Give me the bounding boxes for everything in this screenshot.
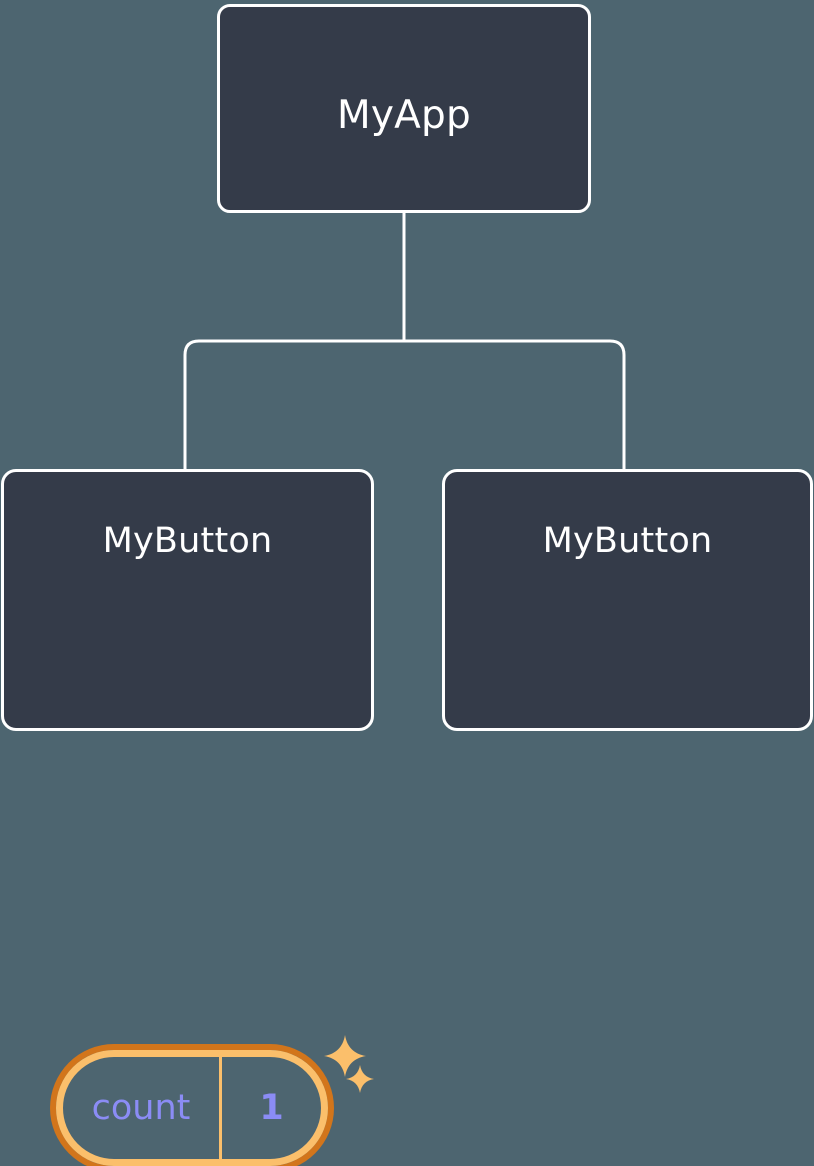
sparkle-icon bbox=[346, 1065, 374, 1093]
diagram-canvas: MyApp MyButton count 1 MyButton count 0 bbox=[1, 4, 813, 1166]
state-key-left: count bbox=[63, 1057, 222, 1159]
sparkle-icon bbox=[324, 1035, 366, 1077]
node-mybutton-right-label: MyButton bbox=[542, 521, 713, 561]
node-mybutton-right[interactable]: MyButton count 0 bbox=[442, 469, 813, 731]
state-value-left: 1 bbox=[259, 1088, 284, 1128]
node-myapp[interactable]: MyApp bbox=[217, 4, 591, 213]
node-mybutton-left[interactable]: MyButton count 1 bbox=[1, 469, 374, 1166]
node-mybutton-left-label: MyButton bbox=[102, 521, 273, 561]
state-pill-count-left[interactable]: count 1 bbox=[56, 1050, 328, 1166]
node-myapp-label: MyApp bbox=[337, 93, 471, 138]
connector-branch-bus bbox=[183, 339, 626, 470]
